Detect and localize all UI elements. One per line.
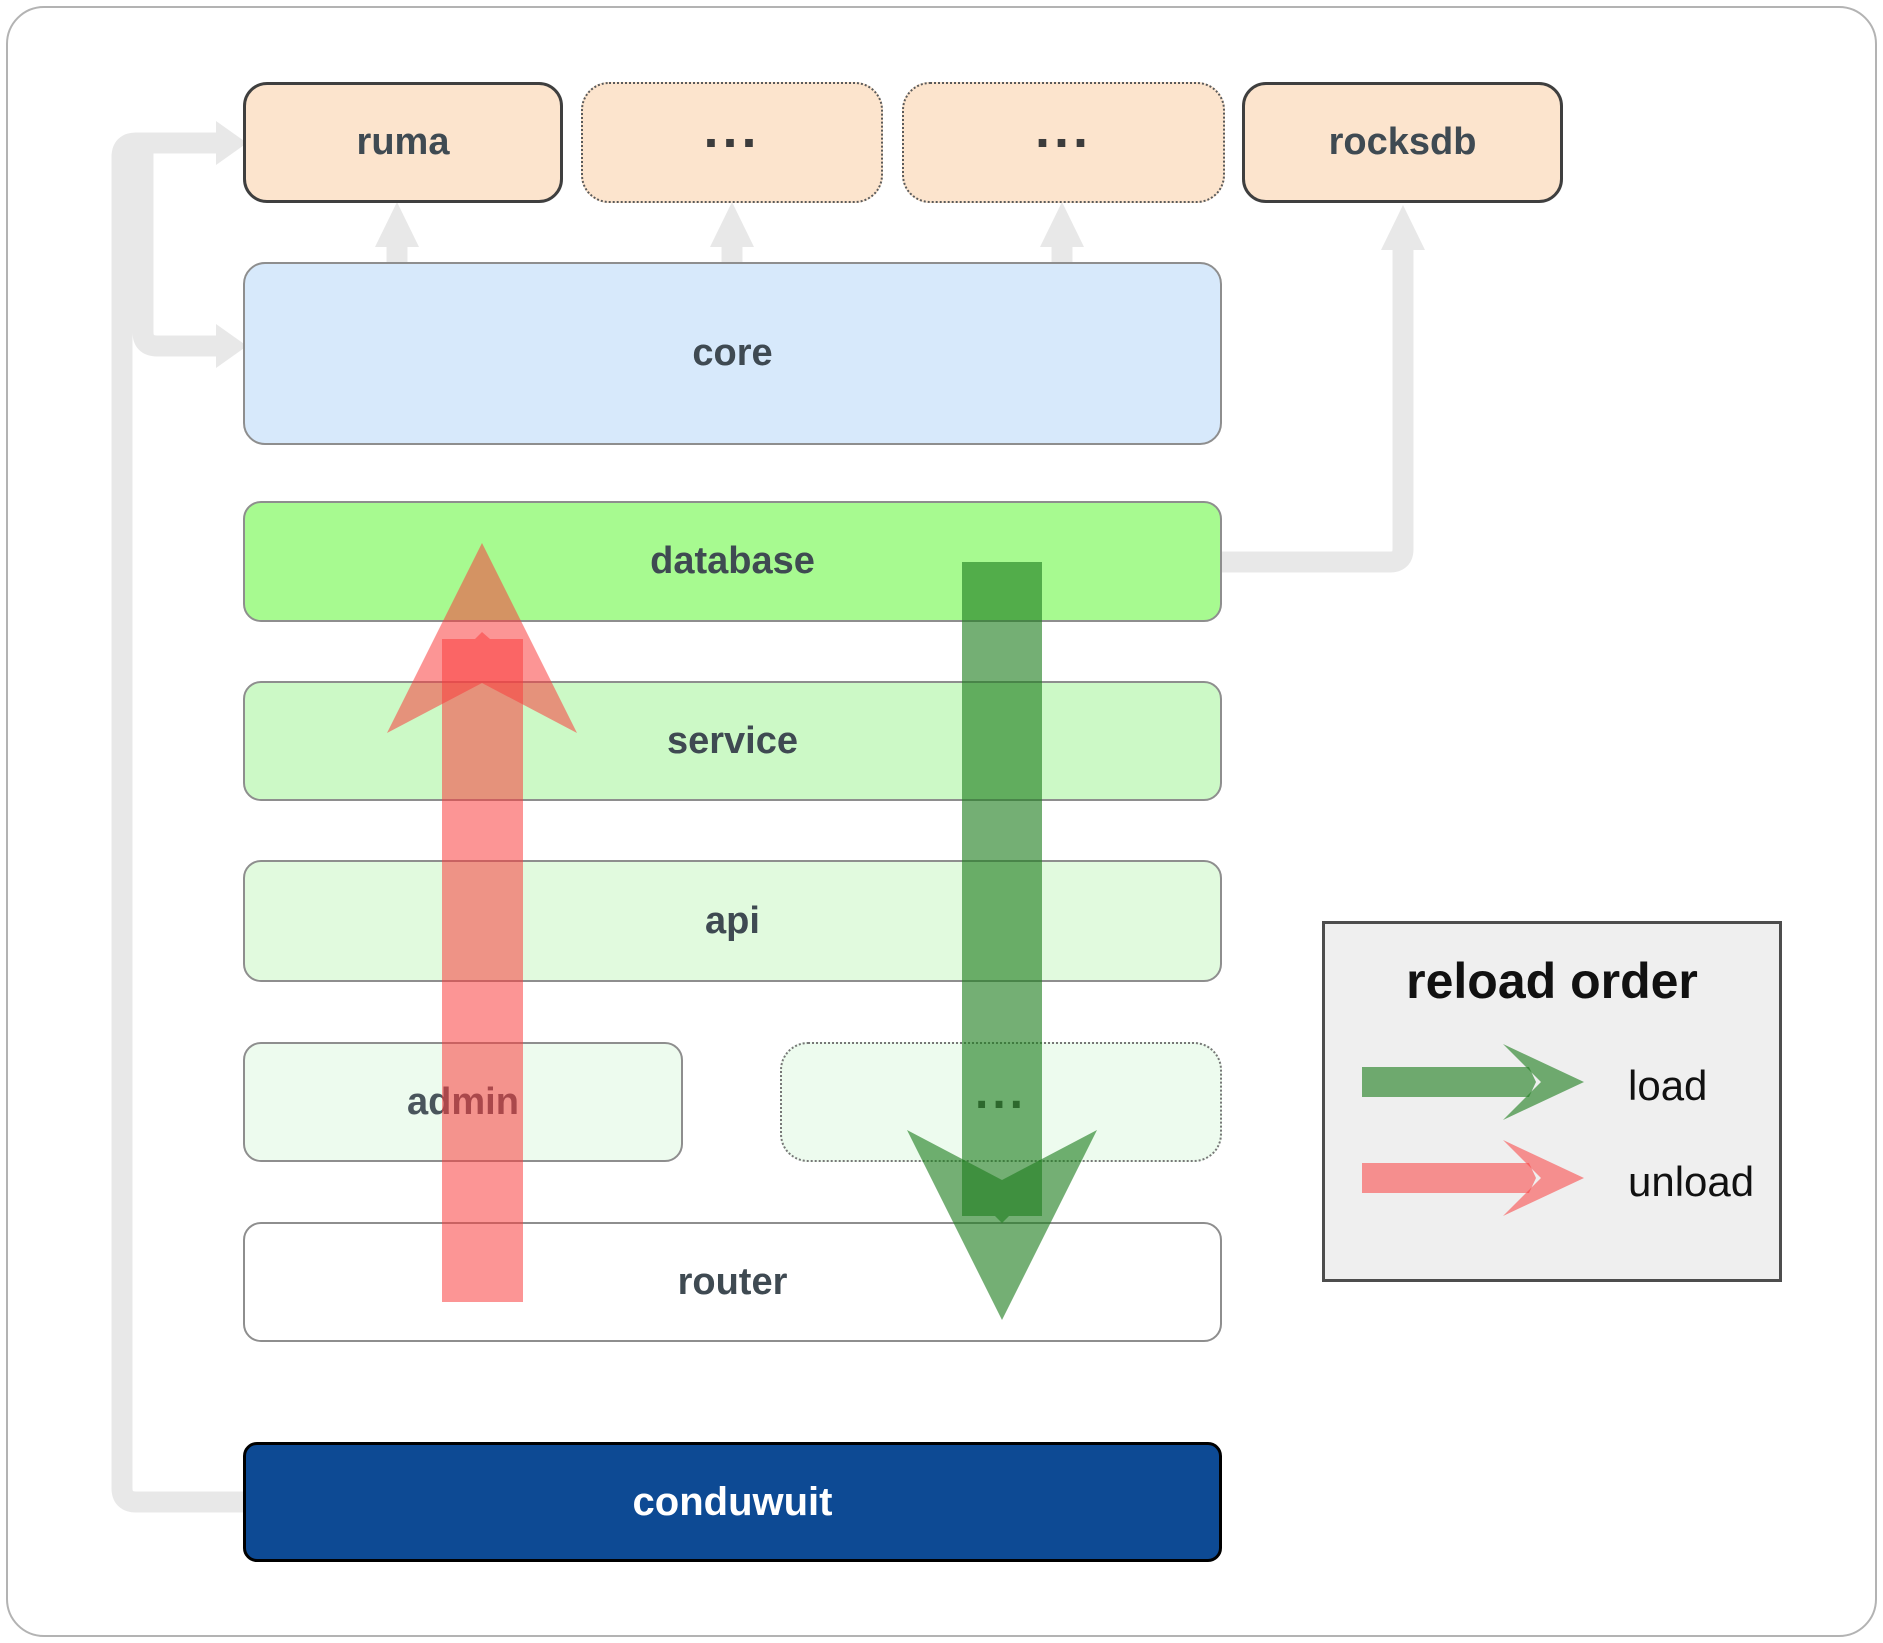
arrowhead-into-rocksdb-icon — [1381, 205, 1425, 250]
node-admin-label: admin — [407, 1080, 519, 1123]
node-conduwuit: conduwuit — [243, 1442, 1222, 1562]
legend-reload-order: reload order load unload — [1322, 921, 1782, 1282]
node-ellipsis-top-2: ... — [902, 82, 1225, 203]
database-to-rocksdb-connector — [1222, 250, 1414, 573]
node-ellipsis-admin: ... — [780, 1042, 1222, 1162]
node-router: router — [243, 1222, 1222, 1342]
legend-title: reload order — [1406, 953, 1698, 1009]
node-service: service — [243, 681, 1222, 801]
core-to-ellipsis2-arrow — [1040, 202, 1084, 262]
node-service-label: service — [666, 719, 798, 762]
node-admin: admin — [243, 1042, 683, 1162]
branch-to-core-connector — [132, 150, 216, 357]
node-api: api — [243, 860, 1222, 982]
node-core: core — [243, 262, 1222, 445]
node-rocksdb-label: rocksdb — [1328, 121, 1477, 163]
legend-unload-label: unload — [1628, 1158, 1755, 1205]
up-arrowhead-icon — [375, 202, 419, 247]
node-database: database — [243, 501, 1222, 622]
up-arrowhead-icon — [1040, 202, 1084, 247]
node-ruma-label: ruma — [356, 121, 450, 163]
page-border — [6, 6, 1877, 1637]
node-ruma: ruma — [243, 82, 563, 203]
node-core-label: core — [692, 332, 773, 374]
up-arrowhead-icon — [710, 202, 754, 247]
node-api-label: api — [705, 899, 760, 942]
node-conduwuit-label: conduwuit — [632, 1479, 833, 1524]
node-database-label: database — [650, 540, 815, 582]
node-router-label: router — [677, 1260, 788, 1303]
node-ellipsis-top-1: ... — [581, 82, 883, 203]
node-ellipsis-top-1-label: ... — [703, 98, 761, 159]
core-to-ruma-arrow — [375, 202, 419, 262]
conduwuit-to-ruma-connector — [111, 132, 243, 1513]
node-ellipsis-admin-label: ... — [974, 1065, 1027, 1119]
node-rocksdb: rocksdb — [1242, 82, 1563, 203]
node-ellipsis-top-2-label: ... — [1034, 98, 1092, 159]
legend-load-label: load — [1628, 1062, 1708, 1109]
core-to-ellipsis1-arrow — [710, 202, 754, 262]
